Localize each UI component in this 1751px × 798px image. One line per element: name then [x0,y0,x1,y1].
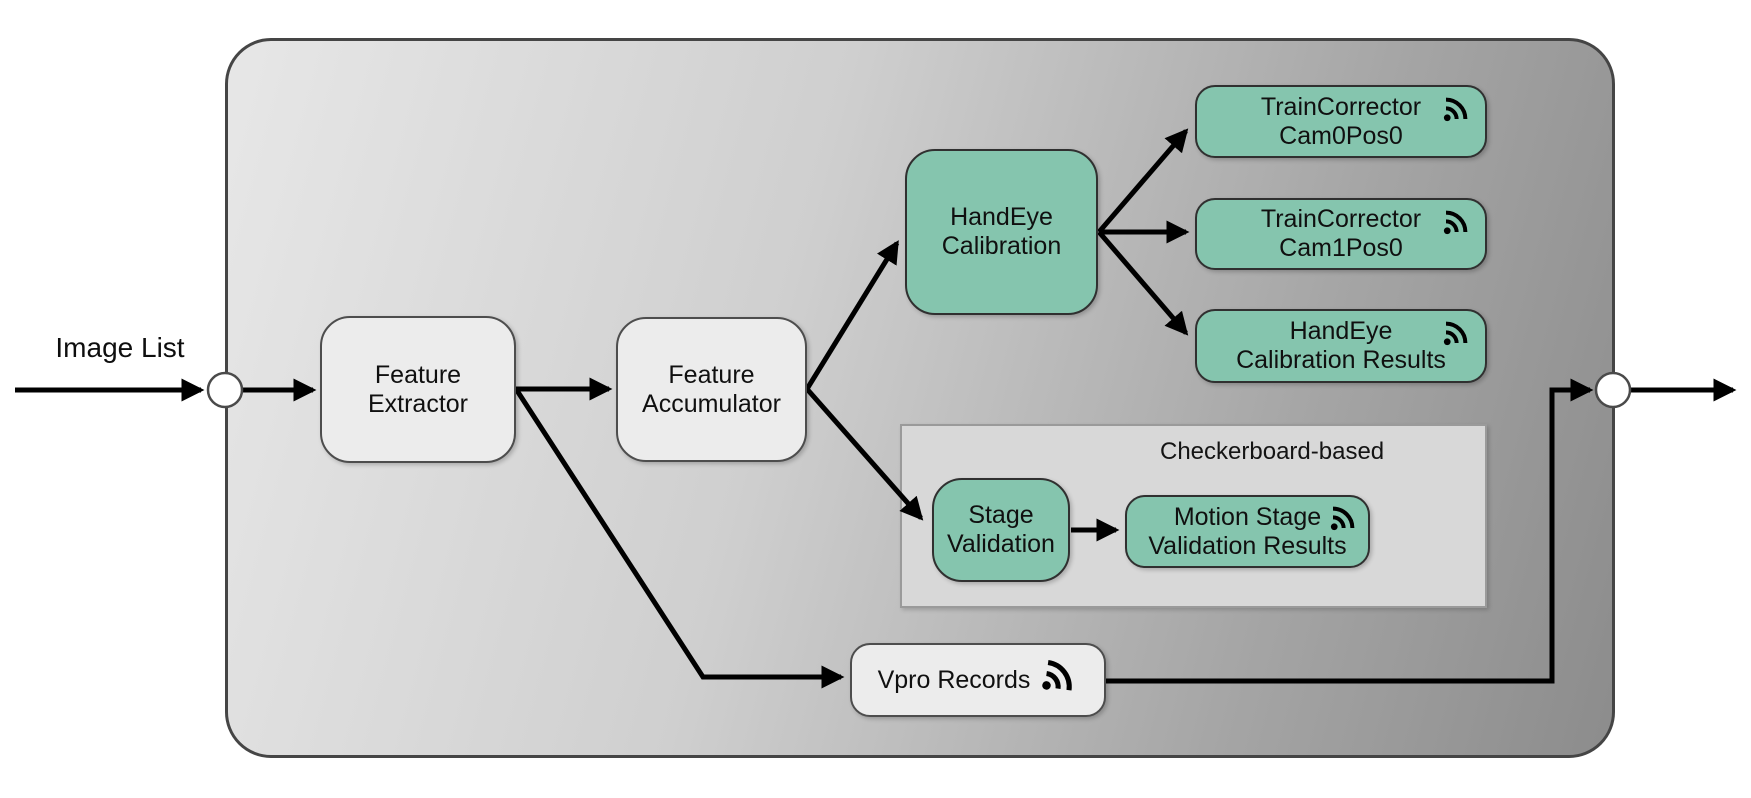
checkerboard-group-label: Checkerboard-based [1160,438,1385,465]
rss-icon [1441,94,1471,124]
node-feature-accumulator: Feature Accumulator [616,317,807,462]
node-label: Motion Stage Validation Results [1148,502,1347,560]
output-port-circle [1594,371,1632,409]
node-train-corrector-cam0pos0: TrainCorrector Cam0Pos0 [1195,85,1487,158]
connector-feature-extractor-to-vpro-records [513,387,845,689]
node-stage-validation: Stage Validation [932,478,1070,582]
rss-icon [1441,318,1471,348]
node-label: Stage Validation [947,501,1055,558]
node-label: Vpro Records [877,665,1031,694]
node-label: HandEye Calibration [941,203,1062,260]
connector-handeye-to-cam0pos0 [1097,128,1189,234]
node-handeye-calibration-results: HandEye Calibration Results [1195,309,1487,383]
node-label: Feature Extractor [367,360,469,418]
node-label: TrainCorrector Cam0Pos0 [1260,92,1422,150]
rss-icon [1328,503,1358,533]
node-label: Feature Accumulator [642,360,781,418]
connector-handeye-to-calibration-results [1097,230,1189,336]
input-port-circle [206,371,244,409]
node-vpro-records: Vpro Records [850,643,1106,717]
rss-icon [1441,207,1471,237]
connector-feature-accumulator-to-stage-validation [805,387,924,521]
node-label: HandEye Calibration Results [1236,317,1446,374]
input-label: Image List [55,332,185,363]
connector-feature-accumulator-to-handeye-calibration [804,240,900,391]
connector-vpro-records-to-output-port [1106,378,1594,684]
node-train-corrector-cam1pos0: TrainCorrector Cam1Pos0 [1195,198,1487,270]
node-handeye-calibration: HandEye Calibration [905,149,1098,315]
node-label: TrainCorrector Cam1Pos0 [1260,205,1422,262]
node-motion-stage-validation-results: Motion Stage Validation Results [1125,495,1370,568]
rss-icon [1038,655,1081,698]
node-feature-extractor: Feature Extractor [320,316,516,463]
